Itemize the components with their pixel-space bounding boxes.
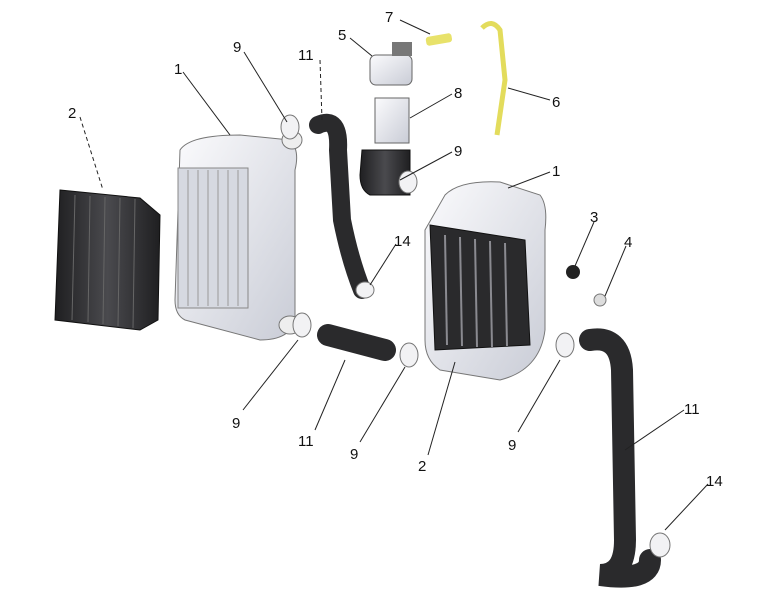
leader-lines xyxy=(79,19,709,531)
callout-9: 9 xyxy=(508,437,516,454)
callout-9: 9 xyxy=(233,39,241,56)
callout-8: 8 xyxy=(454,85,462,102)
filler-cap-part xyxy=(359,42,413,196)
short-hose-part xyxy=(425,33,453,46)
grommet-part xyxy=(566,265,580,279)
callout-11: 11 xyxy=(298,433,314,450)
callout-6: 6 xyxy=(552,94,560,111)
callout-labels: 7 6 5 8 9 11 9 1 2 1 14 3 4 9 11 9 2 9 1… xyxy=(68,9,723,490)
callout-11: 11 xyxy=(684,401,700,418)
overflow-hose-part xyxy=(480,21,508,136)
clamps-part xyxy=(280,114,671,558)
callout-14: 14 xyxy=(706,473,723,490)
callout-5: 5 xyxy=(338,27,346,44)
middle-hose-part xyxy=(317,324,396,361)
bolt-part xyxy=(593,293,607,307)
callout-1: 1 xyxy=(174,61,182,78)
callout-9: 9 xyxy=(232,415,240,432)
upper-hose-part xyxy=(309,113,371,299)
callout-14: 14 xyxy=(394,233,411,250)
callout-4: 4 xyxy=(624,234,632,251)
callout-9: 9 xyxy=(350,446,358,463)
lower-hose-part xyxy=(579,328,661,588)
callout-2: 2 xyxy=(68,105,76,122)
callout-11: 11 xyxy=(298,47,314,64)
callout-7: 7 xyxy=(385,9,393,26)
right-radiator-part xyxy=(424,181,547,381)
left-radiator-part xyxy=(174,130,303,341)
left-shroud-part xyxy=(54,189,161,331)
callout-3: 3 xyxy=(590,209,598,226)
callout-2: 2 xyxy=(418,458,426,475)
callout-9: 9 xyxy=(454,143,462,160)
callout-1: 1 xyxy=(552,163,560,180)
